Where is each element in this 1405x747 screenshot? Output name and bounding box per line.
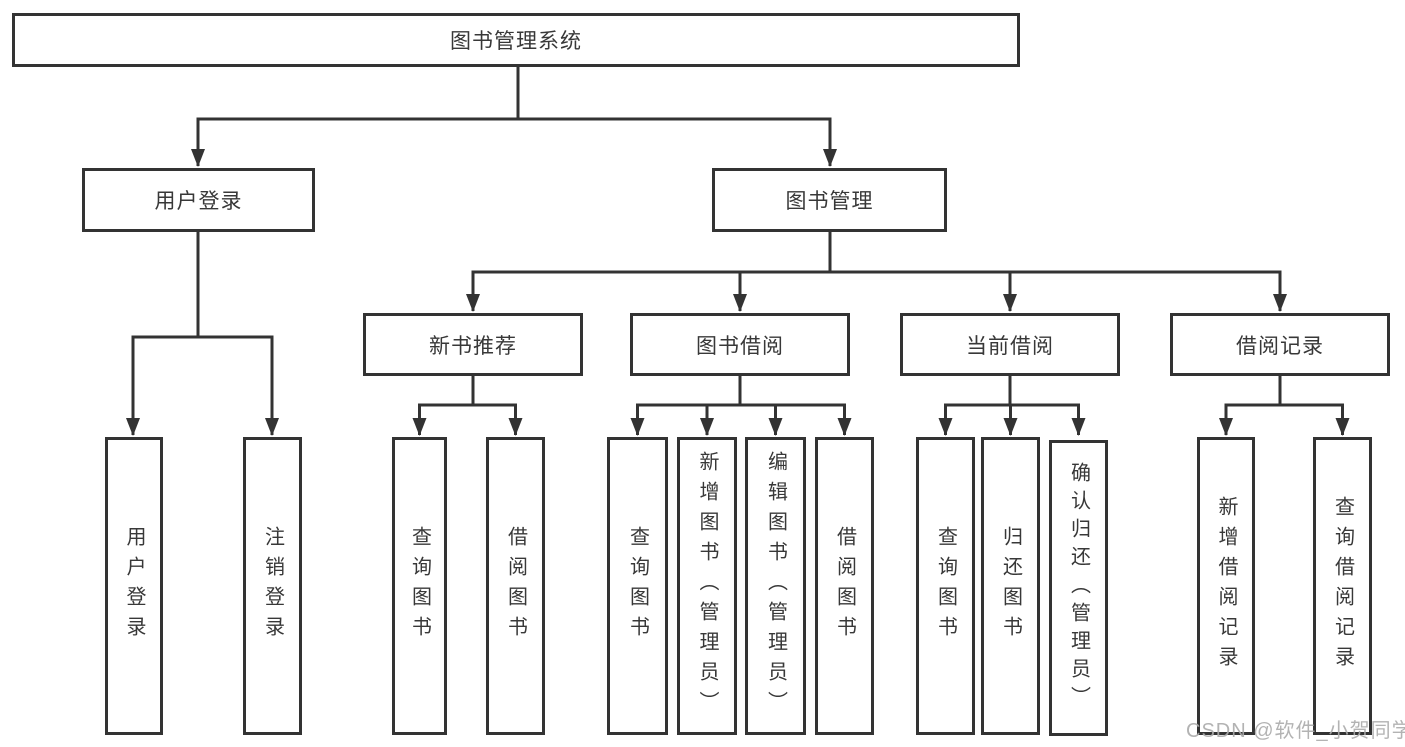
leaf-query-books-current: 查询图书 <box>916 437 975 735</box>
leaf-query-books-borrowing-label: 查询图书 <box>626 526 649 646</box>
node-root-label: 图书管理系统 <box>450 30 582 53</box>
connector-borrowing-records-children <box>1219 376 1350 436</box>
node-user-login: 用户登录 <box>82 168 315 232</box>
node-book-management-label: 图书管理 <box>785 190 874 213</box>
leaf-query-books-recommend: 查询图书 <box>392 437 447 735</box>
node-new-book-recommend-label: 新书推荐 <box>429 334 517 358</box>
leaf-add-books-admin: 新增图书（管理员） <box>677 437 737 735</box>
node-book-management: 图书管理 <box>712 168 947 232</box>
leaf-confirm-return-admin-label: 确认归还（管理员） <box>1067 462 1090 714</box>
leaf-add-borrow-record-label: 新增借阅记录 <box>1215 496 1237 676</box>
node-book-borrowing: 图书借阅 <box>630 313 850 376</box>
connector-root-to-level2 <box>191 67 837 167</box>
connector-book-management-children <box>466 232 1287 312</box>
leaf-edit-books-admin-label: 编辑图书（管理员） <box>764 451 787 721</box>
leaf-borrow-books-recommend-label: 借阅图书 <box>504 526 527 646</box>
leaf-borrow-books-borrowing: 借阅图书 <box>815 437 874 735</box>
node-current-borrowing-label: 当前借阅 <box>966 334 1054 358</box>
leaf-return-books-label: 归还图书 <box>999 526 1022 646</box>
leaf-query-books-recommend-label: 查询图书 <box>408 526 431 646</box>
connector-book-borrowing-children <box>630 376 852 436</box>
connector-user-login-children <box>126 232 279 436</box>
leaf-query-borrow-record: 查询借阅记录 <box>1313 437 1372 735</box>
node-borrowing-records-label: 借阅记录 <box>1236 334 1324 358</box>
node-current-borrowing: 当前借阅 <box>900 313 1120 376</box>
connector-current-borrowing-children <box>938 376 1086 436</box>
leaf-user-login: 用户登录 <box>105 437 163 735</box>
leaf-borrow-books-recommend: 借阅图书 <box>486 437 545 735</box>
leaf-query-books-current-label: 查询图书 <box>934 526 957 646</box>
node-user-login-label: 用户登录 <box>154 190 243 213</box>
node-root: 图书管理系统 <box>12 13 1020 67</box>
node-new-book-recommend: 新书推荐 <box>363 313 583 376</box>
leaf-logout-label: 注销登录 <box>261 526 284 646</box>
leaf-confirm-return-admin: 确认归还（管理员） <box>1049 440 1108 736</box>
leaf-borrow-books-borrowing-label: 借阅图书 <box>833 526 856 646</box>
connector-new-book-recommend-children <box>412 376 523 436</box>
leaf-user-login-label: 用户登录 <box>123 526 145 646</box>
leaf-return-books: 归还图书 <box>981 437 1040 735</box>
leaf-edit-books-admin: 编辑图书（管理员） <box>745 437 806 735</box>
node-book-borrowing-label: 图书借阅 <box>696 334 784 358</box>
node-borrowing-records: 借阅记录 <box>1170 313 1390 376</box>
csdn-watermark: CSDN @软件_小贺同学 <box>1186 720 1405 742</box>
leaf-add-borrow-record: 新增借阅记录 <box>1197 437 1255 735</box>
leaf-query-books-borrowing: 查询图书 <box>607 437 668 735</box>
leaf-query-borrow-record-label: 查询借阅记录 <box>1331 496 1354 676</box>
leaf-add-books-admin-label: 新增图书（管理员） <box>696 451 718 721</box>
leaf-logout: 注销登录 <box>243 437 302 735</box>
